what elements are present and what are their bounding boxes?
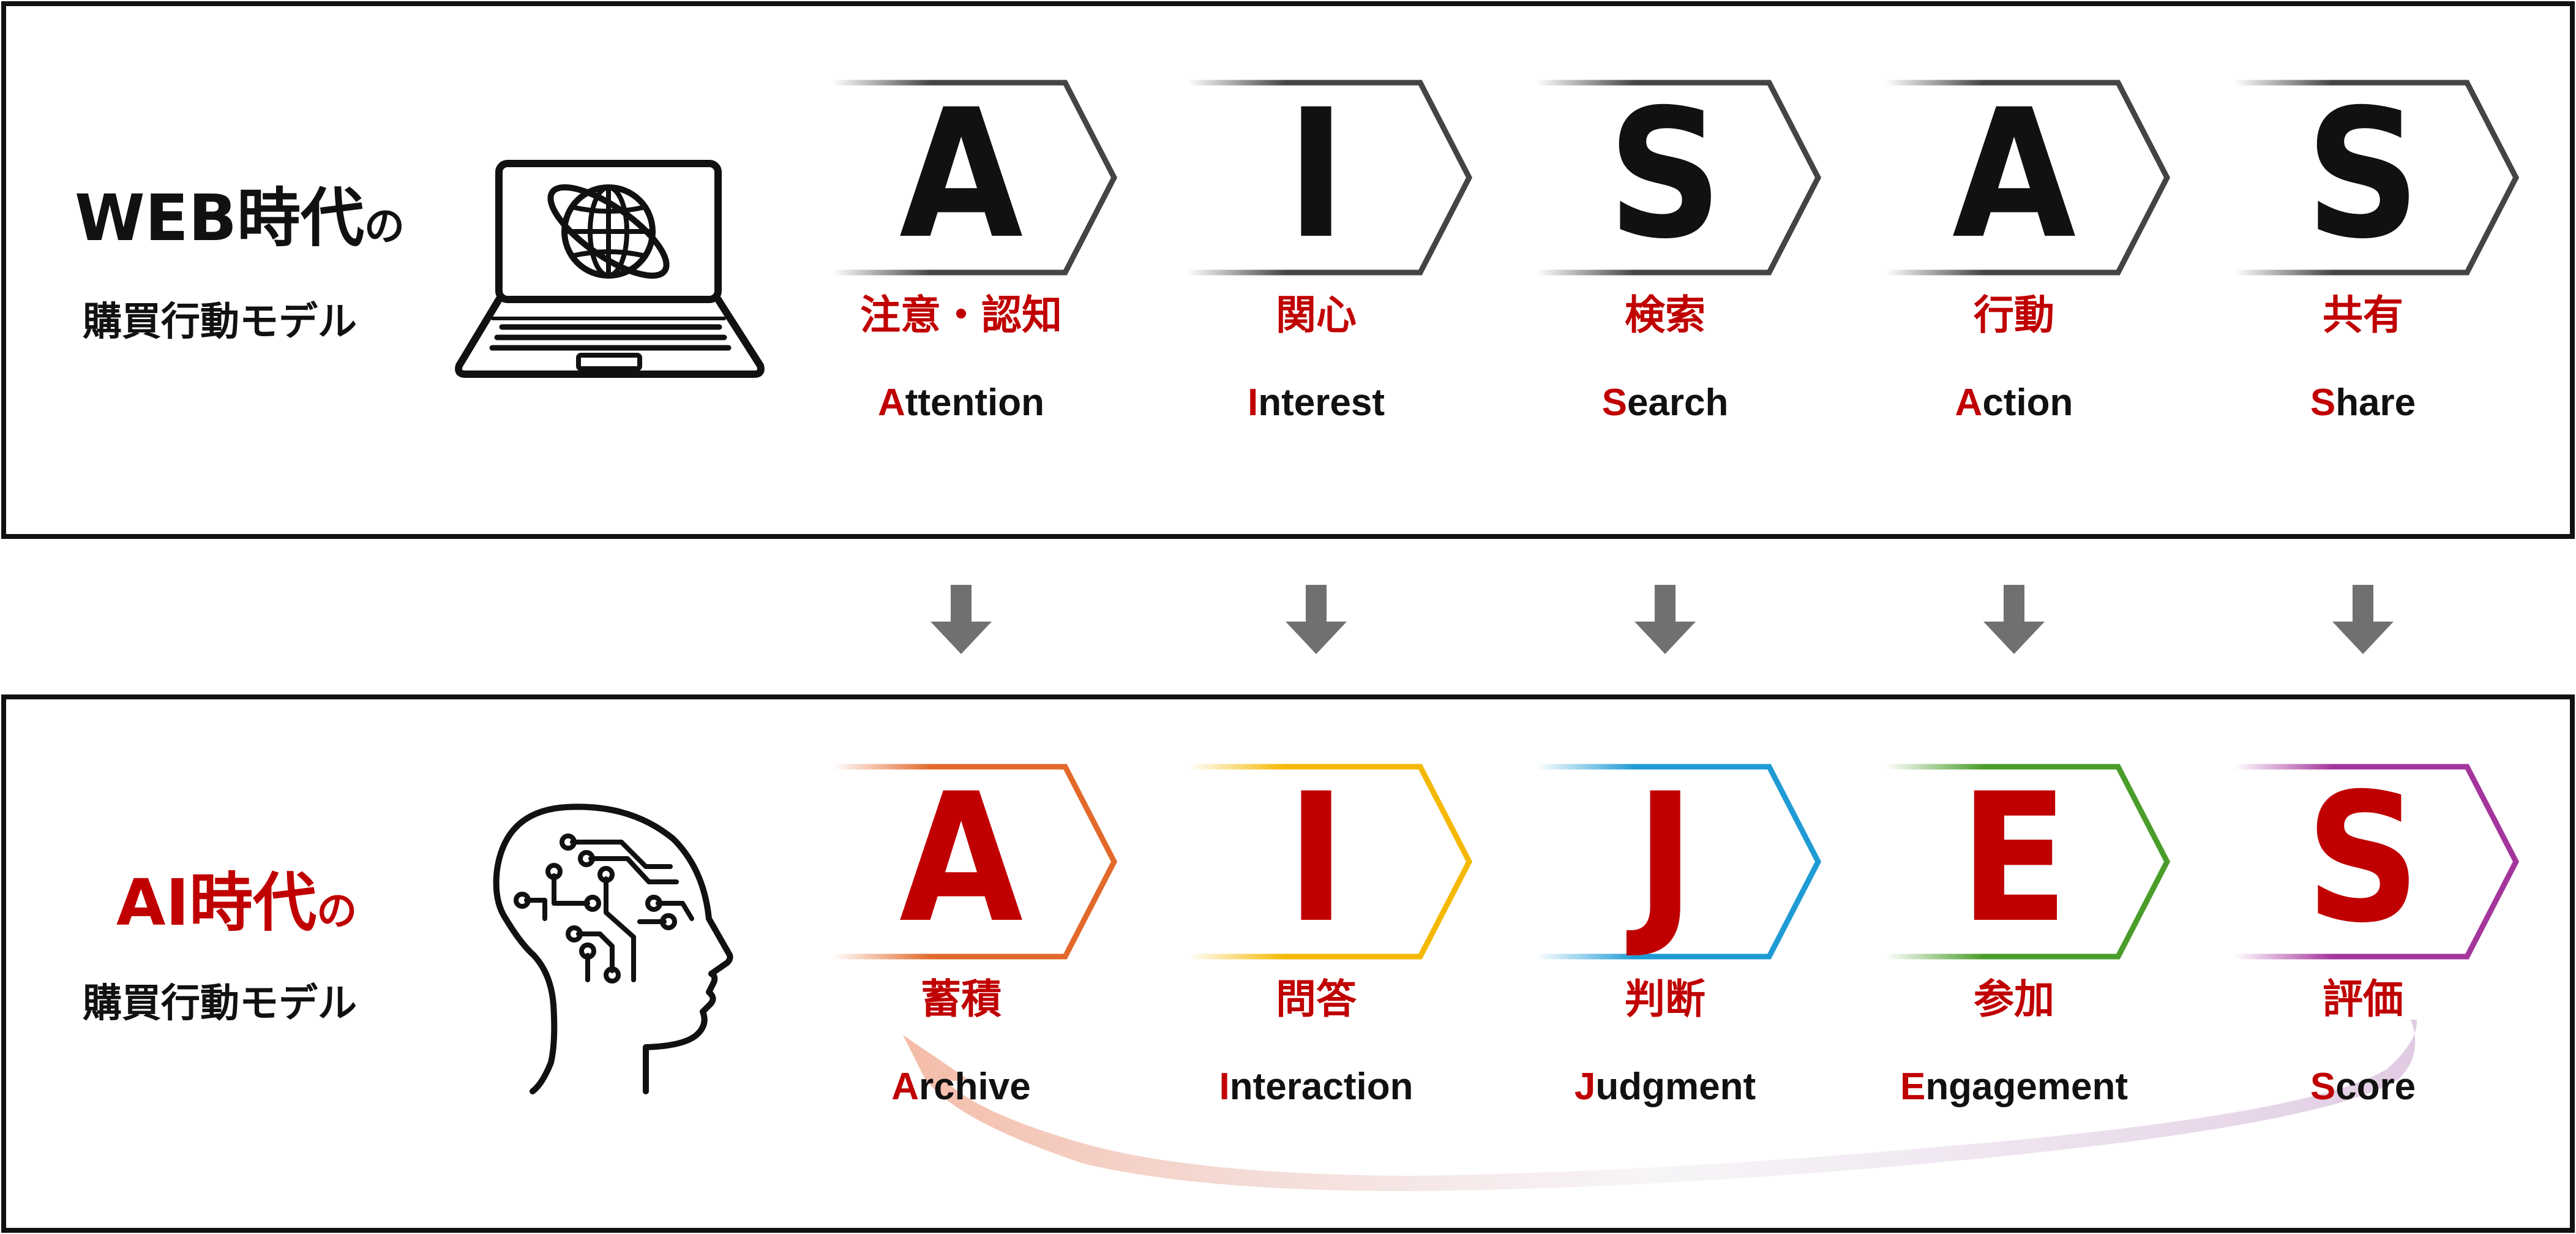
en-rest: nterest (1258, 382, 1385, 424)
web-chevron (833, 80, 1118, 276)
web-step-en-label: Share (2310, 382, 2416, 424)
ai-step-3: J 判断 Judgment (1537, 756, 1822, 1108)
ai-era-subtitle: 購買行動モデル (83, 981, 357, 1026)
web-step-en-label: Action (1955, 382, 2073, 424)
web-steps: A 注意・認知 Attention I 関心 Interest S 検索 Search A 行動 Ac… (833, 72, 2520, 424)
en-rest: ttention (905, 382, 1044, 424)
down-arrow-icon (930, 585, 992, 654)
laptop-globe-icon (455, 160, 765, 378)
ai-step-letter: E (1960, 756, 2069, 962)
web-step-1: A 注意・認知 Attention (833, 72, 1118, 424)
en-initial: S (2310, 382, 2335, 424)
en-rest: rchive (919, 1066, 1031, 1108)
ai-step-letter: J (1624, 756, 1694, 962)
ai-step-jp-label: 判断 (1625, 976, 1705, 1023)
en-rest: earch (1627, 382, 1728, 424)
en-initial: S (1602, 382, 1627, 424)
web-step-jp-label: 検索 (1625, 292, 1705, 339)
en-initial: A (878, 382, 905, 424)
en-initial: I (1248, 382, 1258, 424)
ai-step-jp-label: 問答 (1276, 976, 1357, 1023)
ai-era-title-main: AI時代 (116, 865, 316, 940)
loop-back-arrow-icon (903, 1020, 2417, 1191)
ai-era-title-particle: の (316, 887, 357, 935)
web-step-letter: S (2305, 72, 2421, 278)
en-rest: nteraction (1230, 1066, 1413, 1108)
en-initial: A (891, 1066, 919, 1108)
web-step-4: A 行動 Action (1885, 72, 2171, 424)
ai-step-en-label: Engagement (1900, 1066, 2128, 1108)
down-arrow-icon (1983, 585, 2045, 654)
web-step-jp-label: 共有 (2323, 292, 2403, 339)
ai-chevron (1188, 764, 1473, 960)
ai-step-5: S 評価 Score (2234, 756, 2520, 1108)
web-step-5: S 共有 Share (2234, 72, 2520, 424)
ai-chevron (2234, 764, 2520, 960)
down-arrow-icon (1634, 585, 1696, 654)
web-chevron (2234, 80, 2520, 276)
en-initial: E (1900, 1066, 1925, 1108)
web-step-jp-label: 注意・認知 (860, 292, 1062, 339)
down-arrows (930, 585, 2394, 654)
ai-step-jp-label: 評価 (2323, 976, 2403, 1023)
ai-step-jp-label: 参加 (1974, 976, 2054, 1023)
web-step-jp-label: 行動 (1974, 292, 2054, 339)
en-initial: A (1955, 382, 1983, 424)
web-step-en-label: Search (1602, 382, 1729, 424)
en-rest: ction (1982, 382, 2073, 424)
en-rest: core (2335, 1066, 2416, 1108)
en-rest: udgment (1595, 1066, 1756, 1108)
web-step-letter: S (1608, 72, 1723, 278)
web-step-en-label: Attention (878, 382, 1044, 424)
en-initial: J (1574, 1066, 1595, 1108)
ai-step-4: E 参加 Engagement (1885, 756, 2171, 1108)
web-chevron (1885, 80, 2171, 276)
ai-step-letter: A (899, 756, 1024, 962)
web-step-jp-label: 関心 (1276, 292, 1357, 339)
ai-step-en-label: Interaction (1219, 1066, 1413, 1108)
en-initial: I (1219, 1066, 1230, 1108)
ai-step-jp-label: 蓄積 (921, 976, 1002, 1023)
ai-chevron (1537, 764, 1822, 960)
ai-steps: A 蓄積 Archive I 問答 Interaction J 判断 Judgment E 参加 En… (833, 756, 2520, 1108)
down-arrow-icon (2332, 585, 2394, 654)
web-step-en-label: Interest (1248, 382, 1385, 424)
en-rest: ngagement (1925, 1066, 2128, 1108)
ai-step-2: I 問答 Interaction (1188, 756, 1473, 1108)
web-step-letter: I (1287, 72, 1346, 278)
web-era-title-main: WEB時代 (75, 181, 364, 255)
ai-step-en-label: Archive (891, 1066, 1030, 1108)
ai-step-1: A 蓄積 Archive (833, 756, 1118, 1108)
ai-chevron (1885, 764, 2171, 960)
web-era-title: WEB時代の (75, 181, 405, 255)
ai-era-title: AI時代の (116, 865, 357, 940)
web-chevron (1188, 80, 1473, 276)
web-chevron (1537, 80, 1822, 276)
web-step-3: S 検索 Search (1537, 72, 1822, 424)
down-arrow-icon (1286, 585, 1347, 654)
ai-brain-head-icon (493, 803, 733, 1094)
web-step-letter: A (899, 72, 1024, 278)
ai-era-panel (1, 694, 2575, 1233)
web-step-2: I 関心 Interest (1188, 72, 1473, 424)
ai-chevron (833, 764, 1118, 960)
ai-step-en-label: Score (2310, 1066, 2416, 1108)
ai-step-letter: I (1287, 756, 1346, 962)
ai-step-en-label: Judgment (1574, 1066, 1756, 1108)
web-step-letter: A (1952, 72, 2077, 278)
web-era-title-particle: の (364, 203, 405, 250)
ai-step-letter: S (2305, 756, 2421, 962)
web-era-subtitle: 購買行動モデル (83, 299, 357, 345)
en-initial: S (2310, 1066, 2335, 1108)
en-rest: hare (2335, 382, 2416, 424)
